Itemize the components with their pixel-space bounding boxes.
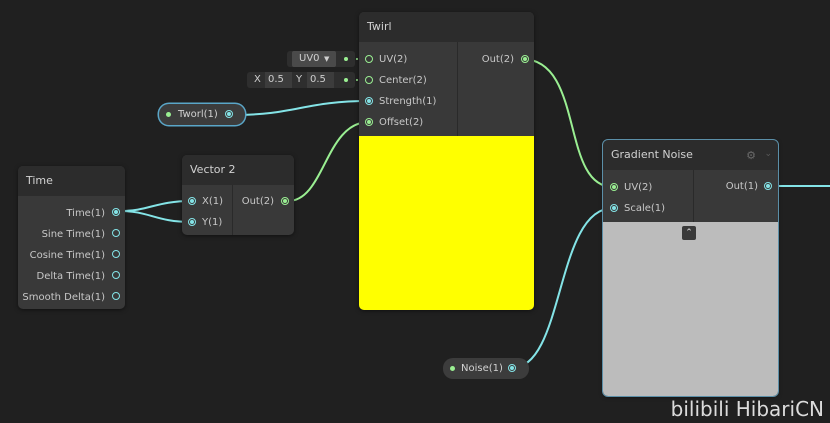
vector2-node[interactable]: Vector 2 X(1) Y(1) Out(2)	[182, 155, 294, 235]
smooth-delta-label: Smooth Delta(1)	[22, 292, 105, 303]
cosine-time-label: Cosine Time(1)	[29, 250, 105, 261]
inline-connector-dot	[344, 57, 348, 61]
vector2-out-row: Out(2)	[242, 191, 274, 212]
smooth-delta-output-row: Smooth Delta(1)	[22, 287, 105, 308]
vector2-out-label: Out(2)	[241, 196, 274, 207]
wire-vector2-to-offset[interactable]	[287, 121, 370, 202]
twirl-center-row: Center(2)	[379, 70, 427, 91]
delta-time-output-port[interactable]	[112, 271, 120, 279]
gradient-uv-label: UV(2)	[624, 182, 653, 193]
chevron-down-icon: ▼	[324, 55, 330, 63]
twirl-offset-input-port[interactable]	[365, 118, 373, 126]
twirl-out-label: Out(2)	[481, 54, 514, 65]
wire-noise-to-scale[interactable]	[511, 207, 614, 369]
sine-time-output-row: Sine Time(1)	[42, 224, 105, 245]
delta-time-output-row: Delta Time(1)	[37, 266, 106, 287]
smooth-delta-output-port[interactable]	[112, 292, 120, 300]
inline-connector-dot	[344, 78, 348, 82]
uv-channel-value: UV0	[299, 53, 320, 64]
uv-channel-dropdown[interactable]: UV0 ▼	[287, 51, 355, 67]
sine-time-output-port[interactable]	[112, 229, 120, 237]
twirl-out-row: Out(2)	[482, 49, 514, 70]
center-x-input[interactable]: 0.5	[265, 72, 292, 88]
property-dot	[450, 366, 455, 371]
twirl-center-label: Center(2)	[379, 75, 427, 86]
gradient-scale-row: Scale(1)	[624, 198, 665, 219]
twirl-offset-label: Offset(2)	[379, 117, 424, 128]
vector2-x-label: X(1)	[202, 196, 224, 207]
sine-time-label: Sine Time(1)	[41, 229, 105, 240]
gear-icon[interactable]: ⚙	[746, 149, 756, 162]
twirl-strength-label: Strength(1)	[379, 96, 437, 107]
center-y-input[interactable]: 0.5	[307, 72, 334, 88]
gradient-out-row: Out(1)	[726, 176, 758, 197]
gradient-out-port[interactable]	[764, 182, 772, 190]
wire-twirl-to-uv[interactable]	[521, 58, 614, 188]
tworl-out-port[interactable]	[225, 110, 233, 118]
twirl-strength-row: Strength(1)	[379, 91, 436, 112]
twirl-uv-input-port[interactable]	[365, 55, 373, 63]
chevron-down-icon[interactable]: ⌄	[764, 149, 772, 159]
vector2-out-port[interactable]	[281, 197, 289, 205]
gradient-noise-node[interactable]: Gradient Noise ⚙ ⌄ UV(2) Scale(1) Out(1)…	[602, 139, 779, 397]
center-x-label: X	[254, 74, 261, 85]
gradient-out-label: Out(1)	[725, 181, 758, 192]
wire-tworl-to-strength[interactable]	[233, 100, 370, 116]
cosine-time-output-row: Cosine Time(1)	[30, 245, 105, 266]
time-output-port[interactable]	[112, 208, 120, 216]
twirl-preview	[359, 136, 534, 310]
time-output-row: Time(1)	[66, 203, 105, 224]
time-output-label: Time(1)	[66, 208, 105, 219]
twirl-offset-row: Offset(2)	[379, 112, 423, 133]
twirl-out-port[interactable]	[521, 55, 529, 63]
gradient-scale-label: Scale(1)	[624, 203, 666, 214]
gradient-noise-title: Gradient Noise	[603, 140, 778, 170]
vector2-node-title: Vector 2	[182, 155, 294, 185]
gradient-uv-row: UV(2)	[624, 177, 652, 198]
noise-out-port[interactable]	[508, 364, 516, 372]
twirl-strength-input-port[interactable]	[365, 97, 373, 105]
tworl-property-label: Tworl(1)	[178, 109, 218, 120]
noise-property-node[interactable]: Noise(1)	[443, 358, 529, 379]
vector2-y-input-port[interactable]	[188, 218, 196, 226]
twirl-node-title: Twirl	[359, 12, 534, 42]
cosine-time-output-port[interactable]	[112, 250, 120, 258]
vector2-y-label: Y(1)	[202, 217, 223, 228]
gradient-noise-preview: ⌃	[603, 222, 778, 396]
twirl-center-input-port[interactable]	[365, 76, 373, 84]
time-node-title: Time	[18, 166, 125, 196]
vector2-x-row: X(1)	[202, 191, 223, 212]
time-node[interactable]: Time Time(1) Sine Time(1) Cosine Time(1)…	[18, 166, 125, 309]
noise-property-label: Noise(1)	[461, 363, 503, 374]
vector2-x-input-port[interactable]	[188, 197, 196, 205]
twirl-uv-label: UV(2)	[379, 54, 408, 65]
gradient-uv-input-port[interactable]	[610, 183, 618, 191]
twirl-node[interactable]: Twirl UV(2) Center(2) Strength(1) Offset…	[359, 12, 534, 310]
center-vector-field[interactable]: X 0.5 Y 0.5	[247, 72, 355, 88]
twirl-uv-row: UV(2)	[379, 49, 407, 70]
gradient-scale-input-port[interactable]	[610, 204, 618, 212]
center-y-label: Y	[296, 74, 303, 85]
watermark: bilibili HibariCN	[670, 397, 824, 421]
delta-time-label: Delta Time(1)	[36, 271, 106, 282]
tworl-property-node[interactable]: Tworl(1)	[159, 104, 245, 125]
property-dot	[166, 112, 171, 117]
chevron-up-icon[interactable]: ⌃	[682, 226, 696, 240]
vector2-y-row: Y(1)	[202, 212, 222, 233]
